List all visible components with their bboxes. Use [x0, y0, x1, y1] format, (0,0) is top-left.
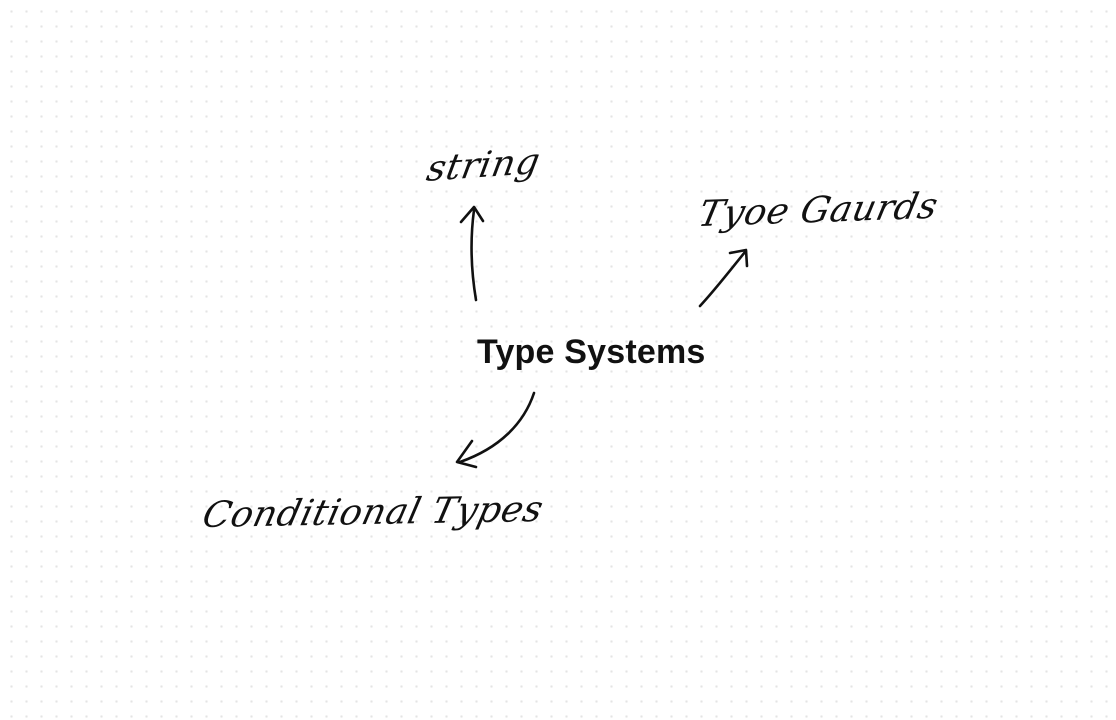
- arrow-to-conditional-types: [455, 391, 536, 469]
- arrow-to-type-guards: [698, 248, 749, 308]
- arrow-to-string: [459, 205, 485, 302]
- branch-label-type-guards[interactable]: Tyoe Gaurds: [694, 185, 942, 236]
- branch-label-string[interactable]: string: [423, 141, 544, 190]
- center-node-title[interactable]: Type Systems: [477, 333, 706, 371]
- branch-label-conditional-types[interactable]: Conditional Types: [198, 489, 548, 536]
